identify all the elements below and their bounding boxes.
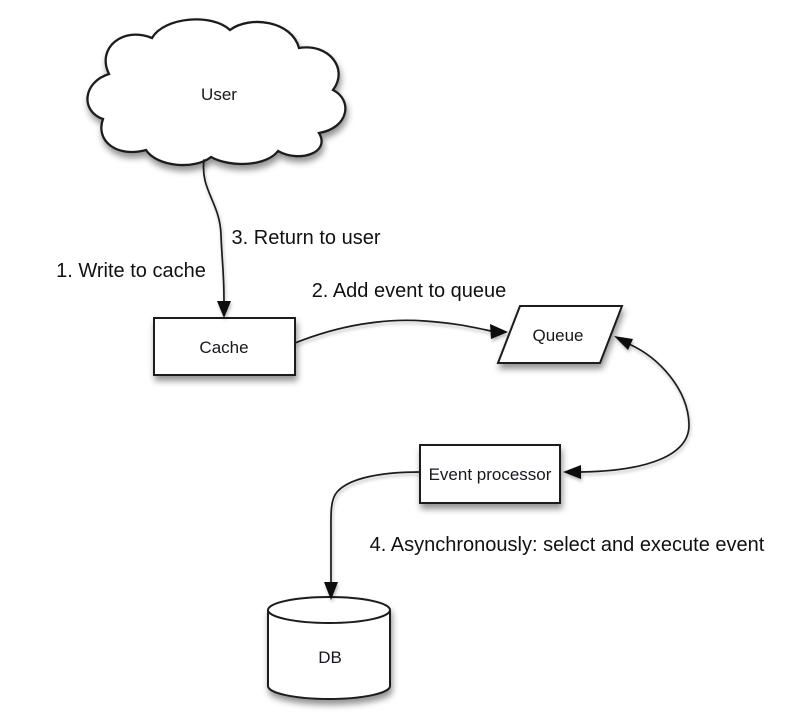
arrowhead-into-queue-right <box>614 336 633 350</box>
arrowhead-into-db <box>324 582 338 600</box>
db-cylinder-body <box>267 610 391 700</box>
user-cloud-shape <box>86 18 347 167</box>
arrow-queue-event-processor <box>580 343 690 473</box>
diagram-edges <box>202 159 690 600</box>
arrow-user-to-cache <box>202 159 225 302</box>
arrowhead-into-cache <box>217 301 231 318</box>
event-processor-box <box>419 444 561 504</box>
db-cylinder-top <box>267 596 391 624</box>
db-label: DB <box>318 648 342 667</box>
step1-write-to-cache-label: 1. Write to cache <box>56 260 206 282</box>
event-processor-label: Event processor <box>429 465 552 484</box>
step2-add-event-to-queue-label: 2. Add event to queue <box>312 280 507 302</box>
cache-label: Cache <box>199 338 248 357</box>
arrow-event-processor-to-db <box>330 471 420 584</box>
cache-box <box>153 317 296 376</box>
arrowhead-into-queue-left <box>490 324 508 339</box>
arrow-cache-to-queue <box>294 319 492 344</box>
queue-parallelogram <box>496 305 624 364</box>
step3-return-to-user-label: 3. Return to user <box>232 227 381 249</box>
arrowhead-into-event-processor <box>563 465 581 479</box>
diagram-shapes <box>86 18 624 700</box>
user-label: User <box>201 85 237 104</box>
step4-asynchronously-label: 4. Asynchronously: select and execute ev… <box>370 534 765 556</box>
queue-label: Queue <box>532 326 583 345</box>
db-cylinder <box>267 596 391 700</box>
